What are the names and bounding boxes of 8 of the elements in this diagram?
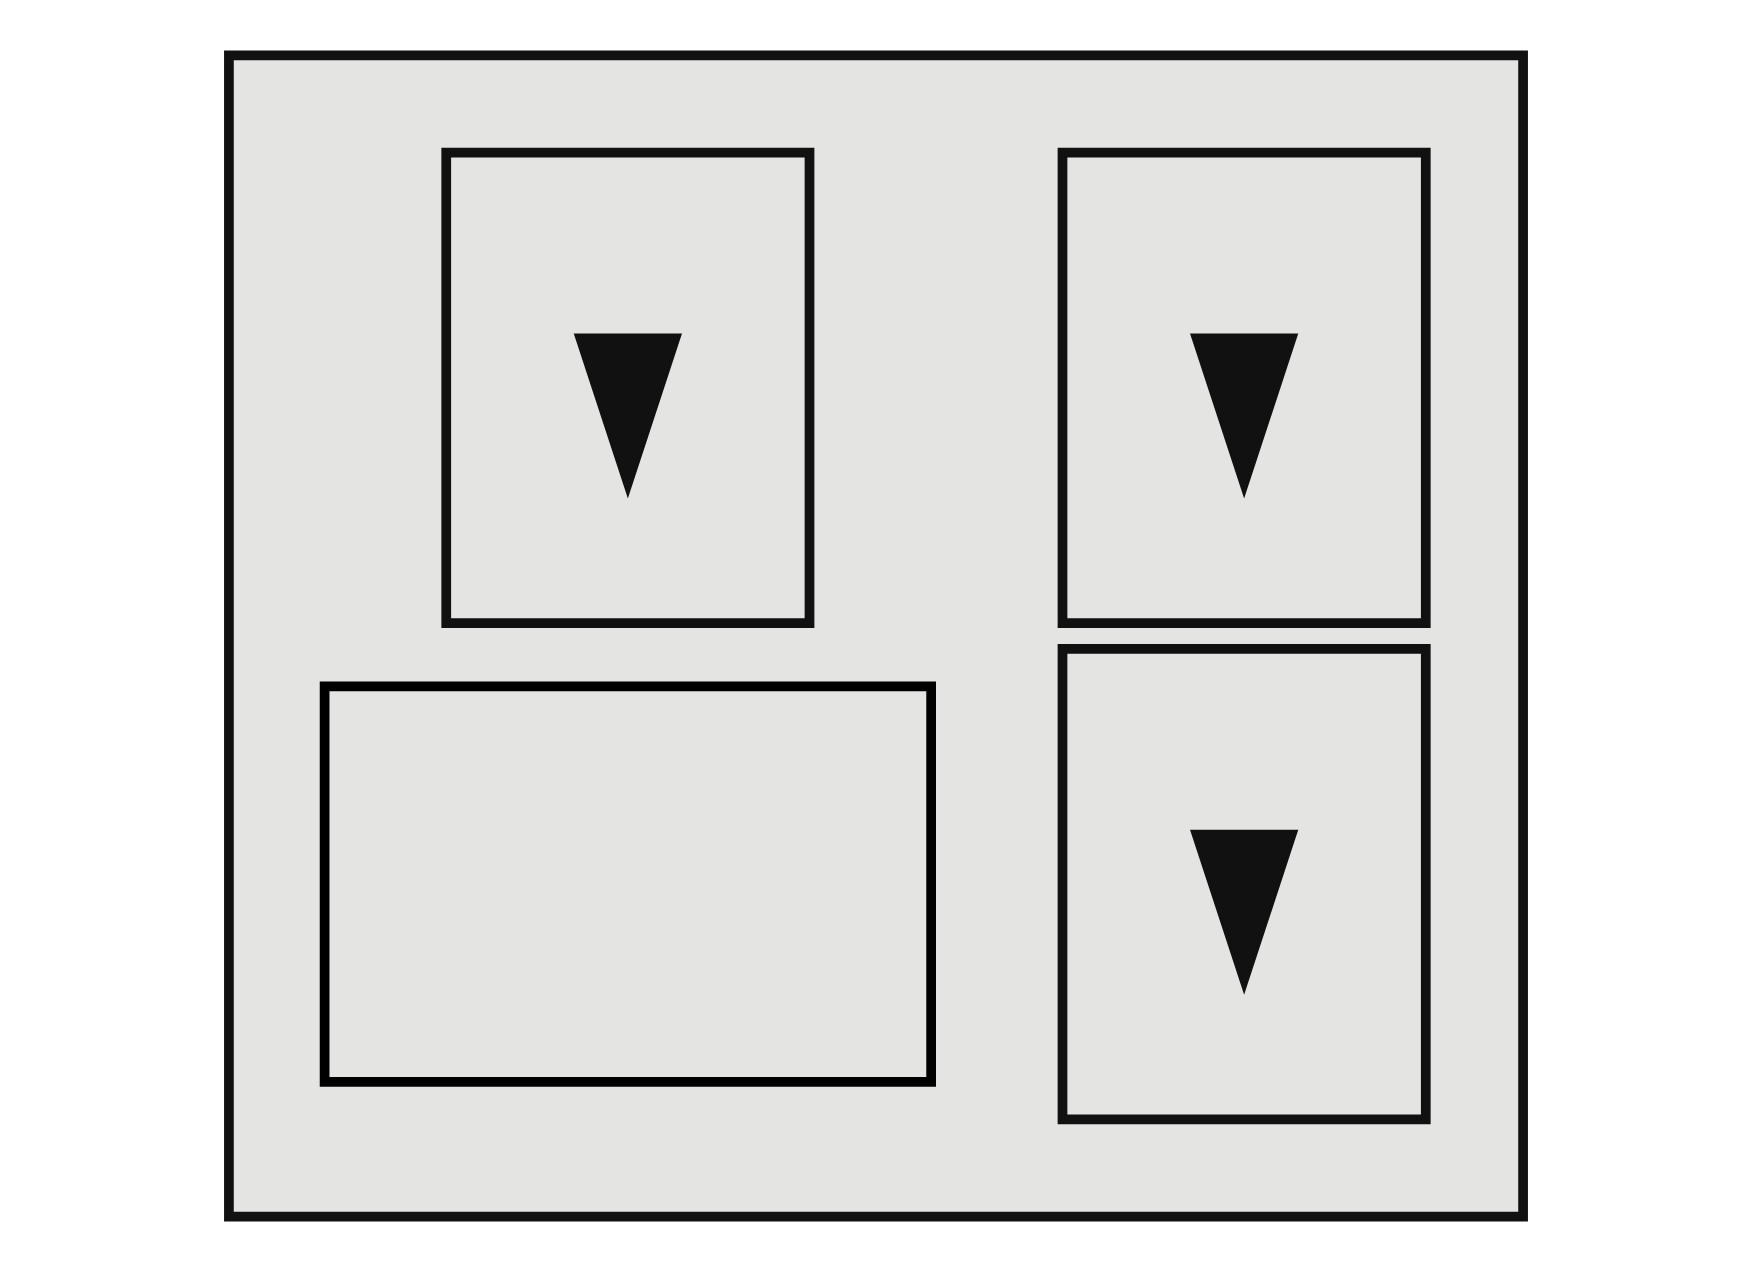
cluster — [224, 50, 1528, 1222]
node-box — [319, 681, 936, 1087]
cluster — [441, 147, 815, 628]
cluster — [1057, 644, 1431, 1125]
cluster — [1057, 147, 1431, 628]
node-arrow — [1190, 333, 1299, 499]
node-arrow — [1190, 829, 1299, 995]
node-arrow — [573, 333, 682, 499]
